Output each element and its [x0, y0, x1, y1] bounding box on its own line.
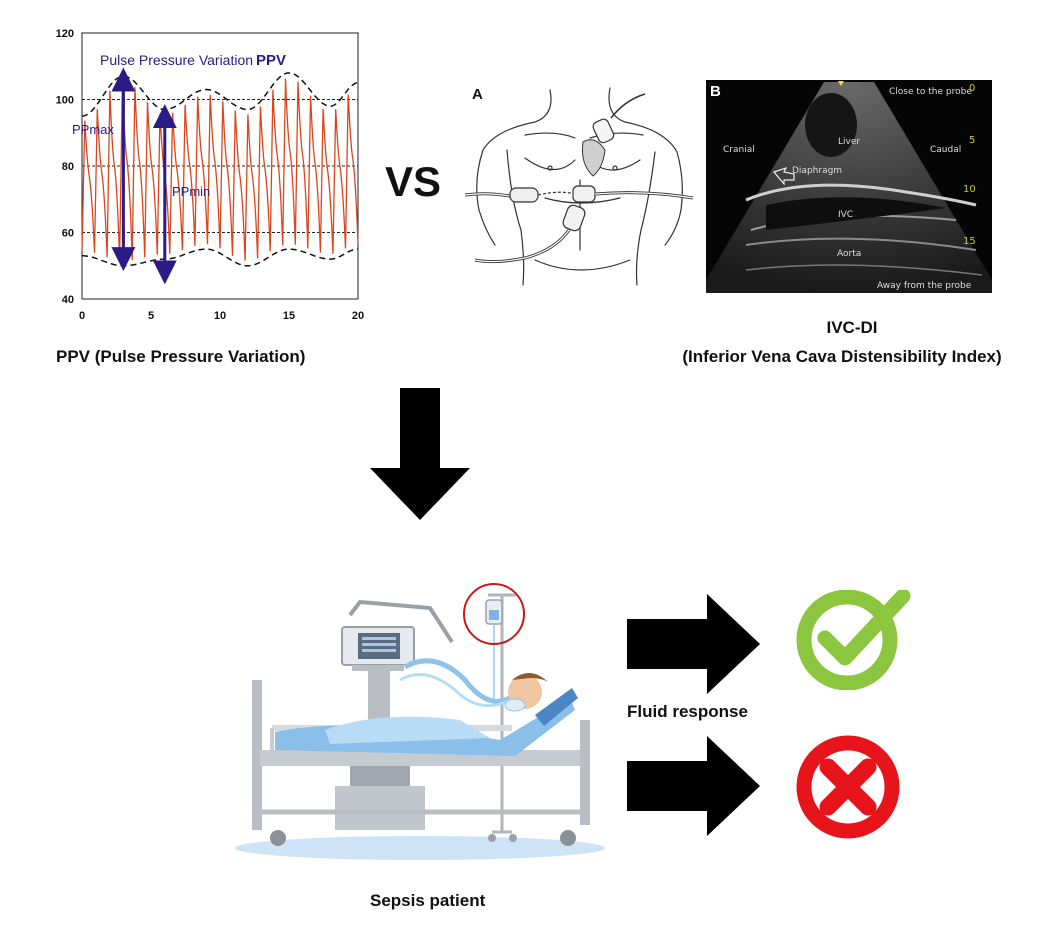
ppv-caption: PPV (Pulse Pressure Variation) — [56, 347, 306, 366]
check-icon — [796, 590, 911, 690]
iv-highlight-circle — [463, 583, 525, 645]
vs-label: VS — [385, 158, 442, 205]
us-aorta-label: Aorta — [837, 249, 862, 259]
us-ivc-label: IVC — [838, 210, 854, 220]
us-diaphragm-label: Diaphragm — [792, 166, 843, 176]
us-depth-5: 5 — [969, 135, 976, 146]
sepsis-patient-illustration — [235, 583, 605, 860]
torso-probe-illustration — [465, 87, 694, 286]
ppmax-label: PPmax — [72, 122, 114, 137]
ppv-chart: 40 60 80 100 120 0 5 10 15 20 Pulse Pressure Vari… — [56, 28, 364, 322]
ppv-x-tick-label: 15 — [283, 310, 295, 322]
ppv-y-tick-label: 120 — [56, 28, 74, 40]
ppv-y-tick-label: 60 — [62, 228, 74, 240]
ultrasound-sector — [706, 81, 992, 293]
ppv-lower-envelope — [82, 248, 359, 267]
ppv-y-tick-label: 100 — [56, 95, 74, 107]
panel-a-label: A — [472, 86, 483, 103]
ppv-y-tick-label: 40 — [62, 294, 74, 306]
us-caudal-label: Caudal — [930, 145, 962, 155]
us-away-label: Away from the probe — [877, 281, 972, 291]
ppv-x-tick-label: 20 — [352, 310, 364, 322]
arrow-to-negative — [627, 736, 760, 836]
ppv-y-tick-label: 80 — [62, 161, 74, 173]
us-depth-10: 10 — [963, 184, 976, 195]
ppv-title: Pulse Pressure Variation — [100, 52, 253, 68]
ivc-caption-title: IVC-DI — [826, 318, 878, 337]
down-arrow — [370, 388, 470, 520]
us-depth-15: 15 — [963, 236, 976, 247]
arrow-to-positive — [627, 594, 760, 694]
ppv-x-tick-label: 0 — [79, 310, 85, 322]
us-cranial-label: Cranial — [723, 145, 755, 155]
ultrasound-image: Close to the probe Away from the probe C… — [706, 80, 992, 293]
us-depth-0: 0 — [969, 83, 976, 94]
ppv-tick-labels: 40 60 80 100 120 0 5 10 15 20 — [56, 28, 364, 322]
cross-icon — [796, 735, 900, 839]
ppmin-label: PPmin — [172, 184, 210, 199]
ppv-x-tick-label: 5 — [148, 310, 154, 322]
ppv-arrows — [111, 67, 177, 285]
us-liver-label: Liver — [838, 137, 861, 147]
us-close-label: Close to the probe — [889, 87, 972, 97]
patient-caption: Sepsis patient — [370, 891, 486, 910]
ppv-x-tick-label: 10 — [214, 310, 226, 322]
fluid-response-label: Fluid response — [627, 702, 748, 721]
ppv-title-bold: PPV — [256, 52, 286, 69]
ivc-caption-subtitle: (Inferior Vena Cava Distensibility Index… — [682, 347, 1002, 366]
panel-b-label: B — [710, 83, 721, 100]
